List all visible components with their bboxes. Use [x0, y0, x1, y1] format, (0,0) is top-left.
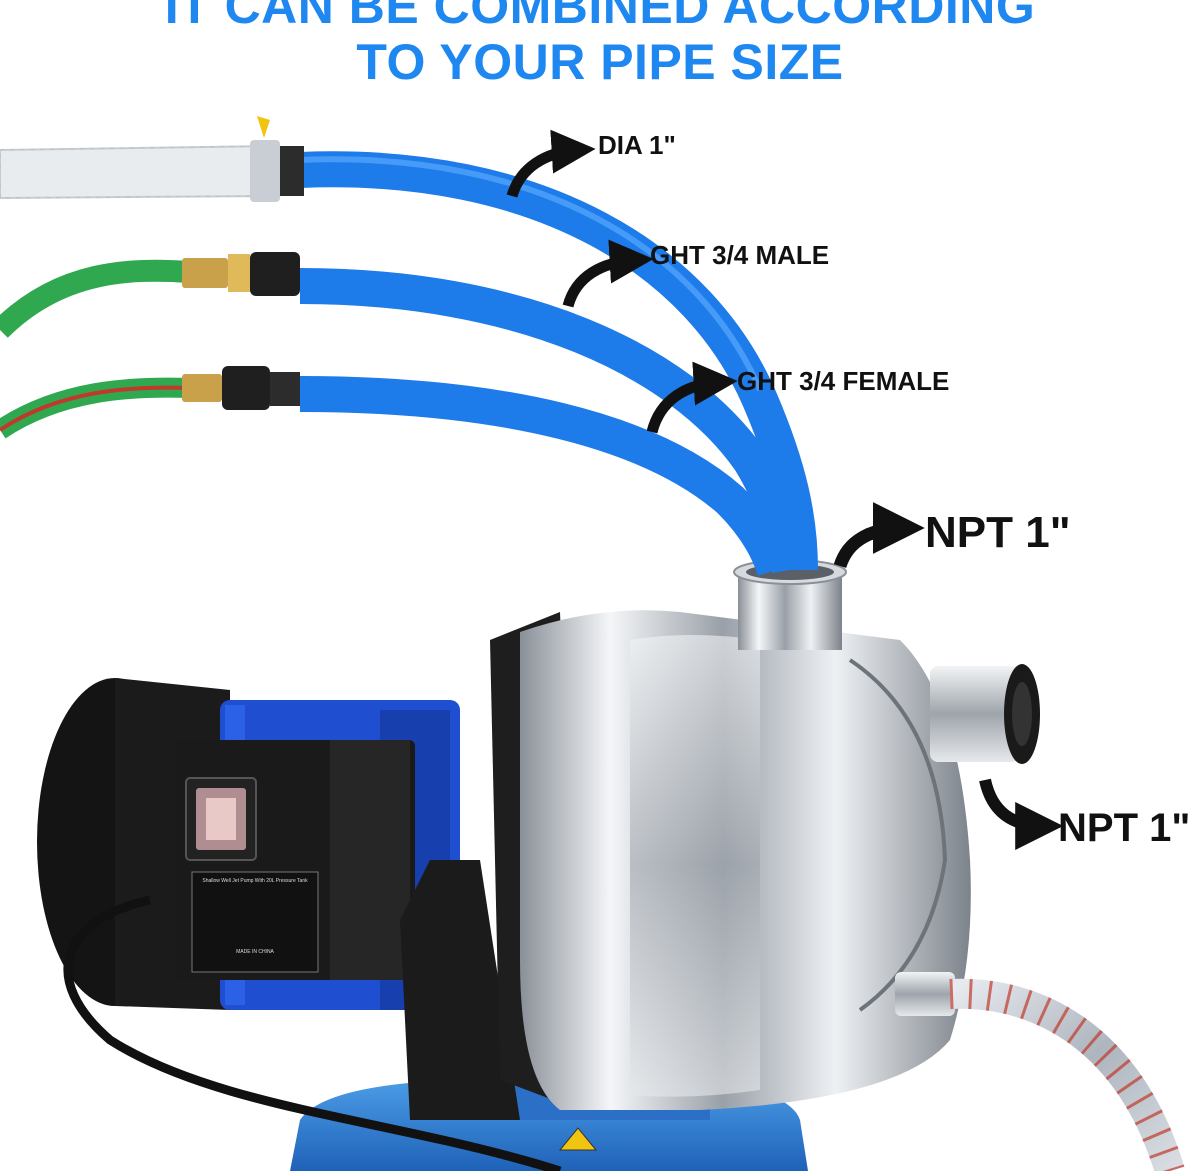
nameplate-title: Shallow Well Jet Pump With 20L Pressure …	[202, 878, 308, 884]
garden-hose-female	[0, 366, 300, 439]
pump-head	[490, 610, 971, 1110]
braided-hose	[895, 972, 1185, 1171]
callout-arrows	[506, 129, 1064, 850]
arrow-icon	[833, 502, 925, 569]
garden-hose-male	[0, 252, 300, 338]
label-ght-female: GHT 3/4 FEMALE	[737, 366, 950, 396]
arrow-icon	[562, 239, 654, 308]
label-ght-male: GHT 3/4 MALE	[650, 240, 830, 270]
arrow-icon	[506, 129, 596, 198]
nameplate-made-in: MADE IN CHINA	[236, 949, 274, 955]
arrow-icon	[979, 778, 1064, 850]
arrow-icon	[646, 361, 738, 434]
label-npt-top: NPT 1"	[925, 508, 1071, 557]
power-switch-icon	[196, 788, 246, 850]
headline-line-1: IT CAN BE COMBINED ACCORDING	[164, 0, 1036, 34]
label-npt-side: NPT 1"	[1058, 806, 1191, 850]
label-dia-1: DIA 1"	[598, 130, 676, 160]
blue-hoses	[299, 151, 818, 576]
side-outlet	[930, 664, 1040, 764]
headline-line-2: TO YOUR PIPE SIZE	[356, 34, 844, 90]
power-cord	[63, 895, 562, 1171]
top-outlet	[733, 559, 847, 650]
clear-tube	[0, 116, 304, 202]
nameplate	[191, 871, 319, 973]
nameplate-text: Shallow Well Jet Pump With 20L Pressure …	[196, 878, 314, 956]
mounting-bracket	[400, 860, 520, 1120]
